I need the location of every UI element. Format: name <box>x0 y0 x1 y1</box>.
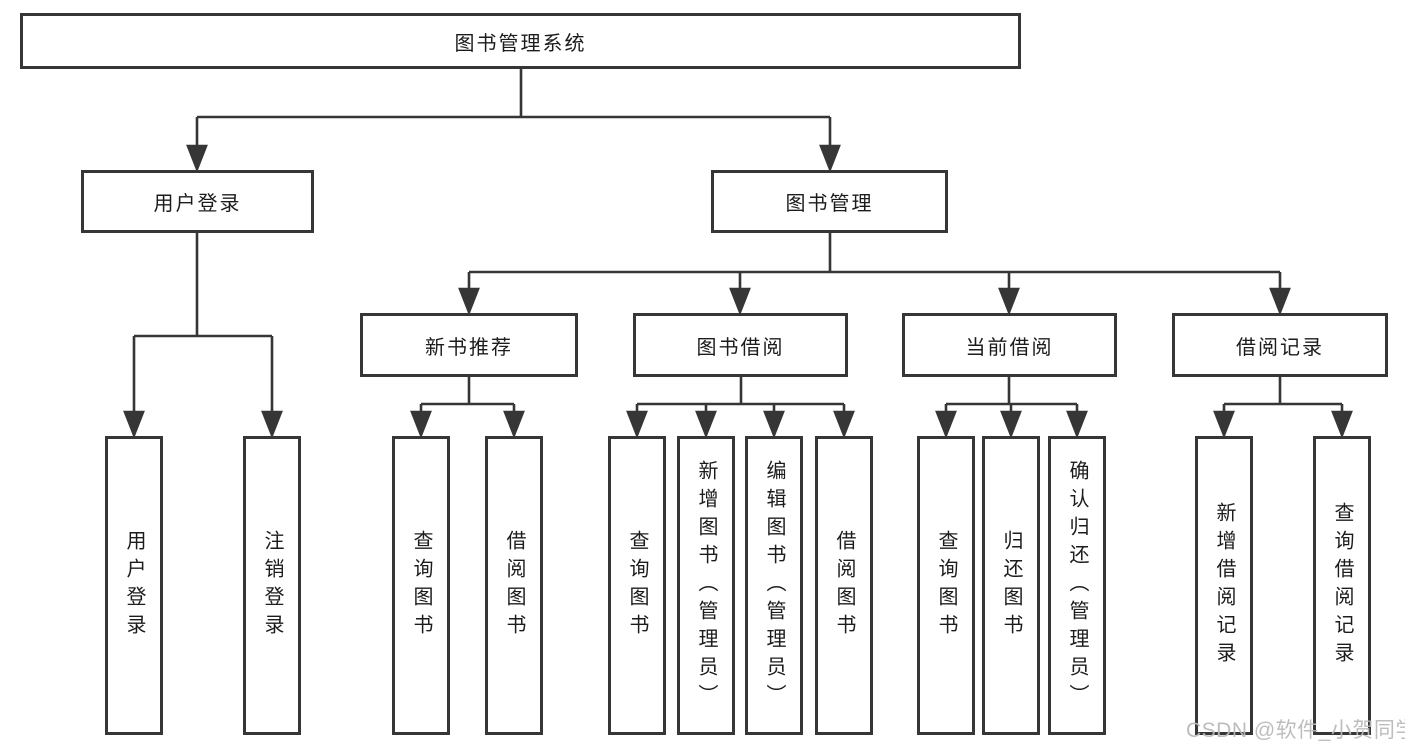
leaf-add-borrow-record: 新增借阅记录 <box>1195 436 1253 735</box>
node-label: 确认归还（管理员） <box>1066 459 1088 712</box>
node-label: 注销登录 <box>261 529 283 642</box>
node-label: 编辑图书（管理员） <box>763 459 785 712</box>
leaf-borrow-books-borrowing: 借阅图书 <box>815 436 873 735</box>
node-label: 新书推荐 <box>425 336 513 359</box>
leaf-edit-books-admin: 编辑图书（管理员） <box>745 436 803 735</box>
arrowhead <box>123 410 145 439</box>
node-current-borrowing: 当前借阅 <box>902 313 1117 377</box>
connector-book-management-to-level3 <box>458 233 1291 316</box>
node-label: 借阅图书 <box>833 529 855 642</box>
arrowhead <box>458 287 480 316</box>
node-label: 用户登录 <box>153 193 242 215</box>
node-label: 归还图书 <box>1000 529 1022 642</box>
arrowhead <box>261 410 283 439</box>
arrowhead <box>763 410 785 439</box>
node-label: 新增借阅记录 <box>1213 501 1235 670</box>
arrowhead <box>935 410 957 439</box>
leaf-borrow-books-recommend: 借阅图书 <box>485 436 543 735</box>
connector-borrow-records-to-leaves <box>1213 377 1353 439</box>
connector-current-borrow-to-leaves <box>935 377 1088 439</box>
arrowhead <box>1213 410 1235 439</box>
arrowhead <box>186 144 208 173</box>
connector-new-book-to-leaves <box>410 377 525 439</box>
node-library-management-system: 图书管理系统 <box>20 13 1021 69</box>
leaf-user-login: 用户登录 <box>105 436 163 735</box>
node-user-login: 用户登录 <box>81 170 314 233</box>
connector-root-to-level2 <box>186 69 841 173</box>
node-label: 图书管理 <box>785 193 874 215</box>
arrowhead <box>1269 287 1291 316</box>
leaf-add-books-admin: 新增图书（管理员） <box>677 436 735 735</box>
node-new-book-recommendation: 新书推荐 <box>360 313 578 377</box>
leaf-query-borrow-record: 查询借阅记录 <box>1313 436 1371 735</box>
node-label: 查询图书 <box>935 529 957 642</box>
arrowhead <box>998 287 1020 316</box>
leaf-logout: 注销登录 <box>243 436 301 735</box>
leaf-query-books-current: 查询图书 <box>917 436 975 735</box>
node-label: 查询图书 <box>410 529 432 642</box>
node-book-borrowing: 图书借阅 <box>633 313 848 377</box>
node-label: 新增图书（管理员） <box>695 459 717 712</box>
node-label: 用户登录 <box>123 529 145 642</box>
node-label: 当前借阅 <box>965 336 1054 359</box>
arrowhead <box>1000 410 1022 439</box>
node-book-management: 图书管理 <box>711 170 948 233</box>
leaf-query-books-borrowing: 查询图书 <box>608 436 666 735</box>
node-label: 借阅记录 <box>1236 336 1324 359</box>
csdn-watermark: CSDN @软件_小贺同学 <box>1186 719 1405 742</box>
node-borrowing-records: 借阅记录 <box>1172 313 1388 377</box>
node-label: 图书管理系统 <box>454 32 587 55</box>
arrowhead <box>1066 410 1088 439</box>
arrowhead <box>729 287 751 316</box>
node-label: 图书借阅 <box>696 336 785 359</box>
arrowhead <box>503 410 525 439</box>
arrowhead <box>410 410 432 439</box>
arrowhead <box>833 410 855 439</box>
node-label: 查询借阅记录 <box>1331 501 1353 670</box>
leaf-confirm-return-admin: 确认归还（管理员） <box>1048 436 1106 735</box>
leaf-return-books: 归还图书 <box>982 436 1040 735</box>
arrowhead <box>1331 410 1353 439</box>
node-label: 查询图书 <box>626 529 648 642</box>
arrowhead <box>819 144 841 173</box>
node-label: 借阅图书 <box>503 529 525 642</box>
arrowhead <box>695 410 717 439</box>
connector-book-borrow-to-leaves <box>626 377 855 439</box>
leaf-query-books-recommend: 查询图书 <box>392 436 450 735</box>
connector-user-login-to-leaves <box>123 233 283 439</box>
arrowhead <box>626 410 648 439</box>
